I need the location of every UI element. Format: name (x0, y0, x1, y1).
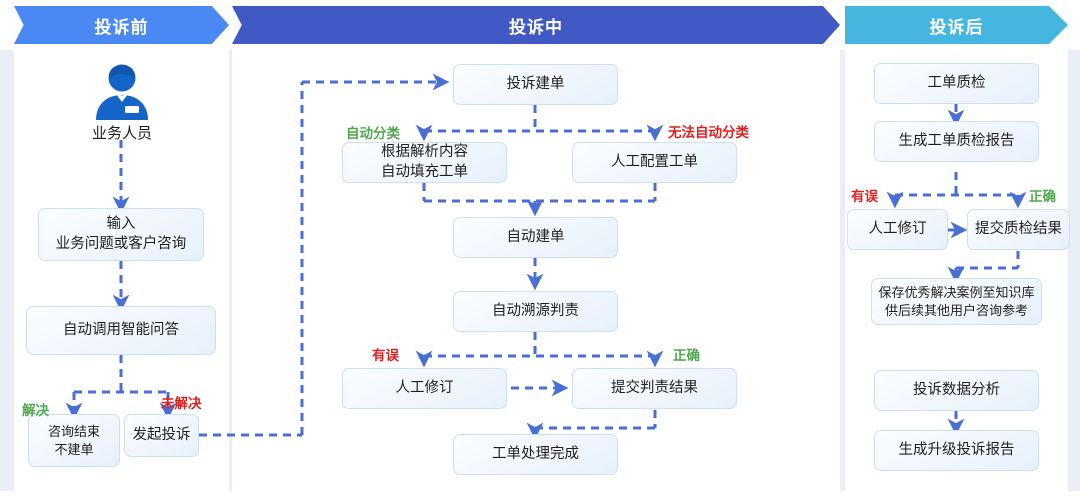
panel-post-complaint (845, 50, 1068, 491)
node-end-consult-no-ticket[interactable]: 咨询结束 不建单 (28, 414, 120, 467)
node-generate-qc-report[interactable]: 生成工单质检报告 (874, 121, 1039, 162)
node-ticket-quality-check[interactable]: 工单质检 (874, 63, 1039, 104)
person-icon (96, 64, 148, 120)
panel-gutter-right (1068, 50, 1080, 491)
edge-label-unresolved: 未解决 (161, 396, 202, 411)
edge-label-resolved: 解决 (22, 403, 49, 418)
node-start-complaint[interactable]: 发起投诉 (124, 414, 199, 457)
node-auto-fill-ticket[interactable]: 根据解析内容 自动填充工单 (342, 142, 507, 183)
node-save-case-to-knowledge-base[interactable]: 保存优秀解决案例至知识库 供后续其他用户咨询参考 (871, 278, 1042, 325)
node-auto-create-ticket[interactable]: 自动建单 (453, 217, 618, 258)
node-complaint-data-analysis[interactable]: 投诉数据分析 (874, 370, 1039, 411)
edge-label-liability-correct: 正确 (673, 348, 700, 363)
node-input-business-question[interactable]: 输入 业务问题或客户咨询 (38, 208, 204, 261)
panel-during-complaint (232, 50, 840, 491)
node-manual-revise-liability[interactable]: 人工修订 (342, 368, 507, 409)
node-auto-invoke-smart-qa[interactable]: 自动调用智能问答 (26, 306, 216, 355)
edge-label-cannot-auto-classify: 无法自动分类 (668, 125, 749, 140)
node-create-complaint-ticket[interactable]: 投诉建单 (453, 64, 618, 105)
stage-banner-pre-complaint: 投诉前 (14, 6, 229, 44)
stage-banner-post-complaint: 投诉后 (845, 6, 1068, 44)
actor-label: 业务人员 (91, 125, 152, 142)
panel-gutter-1 (229, 50, 232, 491)
panel-gutter-2 (840, 50, 845, 491)
edge-label-qc-wrong: 有误 (851, 189, 878, 204)
node-submit-liability-result[interactable]: 提交判责结果 (572, 368, 737, 409)
stage-banner-pre-complaint-label: 投诉前 (94, 17, 149, 37)
panel-gutter-left (0, 50, 14, 491)
edge-label-auto-classify: 自动分类 (346, 126, 400, 141)
node-manual-revise-qc[interactable]: 人工修订 (847, 209, 948, 250)
node-auto-trace-liability[interactable]: 自动溯源判责 (453, 291, 618, 332)
stage-banner-during-complaint: 投诉中 (232, 6, 840, 44)
edge-label-liability-wrong: 有误 (372, 348, 399, 363)
stage-banner-post-complaint-label: 投诉后 (929, 17, 984, 37)
stage-banner-during-complaint-label: 投诉中 (509, 17, 563, 37)
node-generate-escalation-report[interactable]: 生成升级投诉报告 (874, 430, 1039, 471)
node-submit-qc-result[interactable]: 提交质检结果 (967, 209, 1070, 250)
node-ticket-process-done[interactable]: 工单处理完成 (453, 434, 618, 475)
node-manual-config-ticket[interactable]: 人工配置工单 (572, 142, 737, 183)
edge-label-qc-correct: 正确 (1029, 189, 1056, 204)
